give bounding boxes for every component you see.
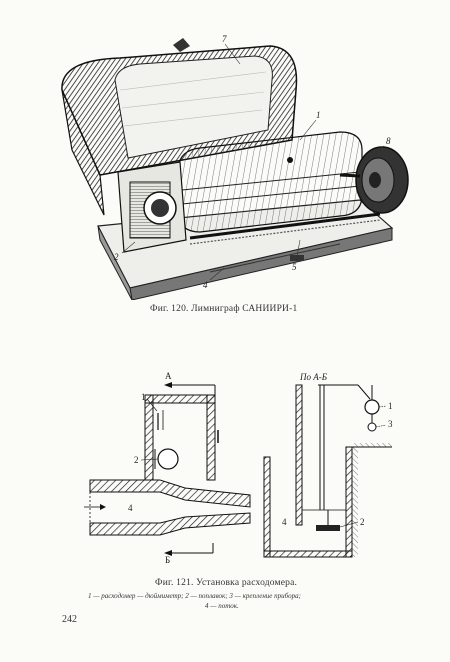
clock-mechanism <box>117 161 187 253</box>
callout-1: 1 <box>316 110 321 120</box>
section-view-title: По А-Б <box>299 372 328 382</box>
figure-121-legend-line-2: 4 — поток. <box>205 602 239 610</box>
figure-121-legend-line-1: 1 — расходомер — дюймиметр; 2 — поплавок… <box>88 592 301 600</box>
flowmeter-installation-diagram: А Б 1 2 4 По А-Б <box>84 371 393 565</box>
callout-7: 7 <box>222 34 227 44</box>
label-left-2: 2 <box>134 455 139 465</box>
callout-4: 4 <box>203 280 208 290</box>
recording-drum <box>177 131 363 233</box>
page-number: 242 <box>62 614 77 625</box>
callout-labels: 7 1 8 2 5 4 <box>114 34 391 290</box>
callout-5: 5 <box>292 262 297 272</box>
label-right-1: 1 <box>388 401 393 411</box>
label-right-2: 2 <box>360 517 365 527</box>
label-left-1: 1 <box>141 392 146 402</box>
label-left-4: 4 <box>128 503 133 513</box>
callout-8: 8 <box>386 136 391 146</box>
float-wheel <box>339 146 409 214</box>
section-mark-b: Б <box>165 555 170 565</box>
figure-121-caption: Фиг. 121. Установка расходомера. <box>155 578 298 588</box>
section-view: По А-Б 4 2 1 3 <box>263 372 393 558</box>
guide-screw <box>189 212 381 245</box>
section-mark-a: А <box>165 371 172 381</box>
label-right-3: 3 <box>388 419 393 429</box>
plan-view: А Б 1 2 4 <box>84 371 251 565</box>
limnigraph-illustration: 7 1 8 2 5 4 <box>61 34 409 300</box>
label-right-4: 4 <box>282 517 287 527</box>
figure-120-caption: Фиг. 120. Лимниграф САНИИРИ-1 <box>150 304 298 314</box>
hinged-lid <box>61 38 298 216</box>
callout-2: 2 <box>114 252 119 262</box>
